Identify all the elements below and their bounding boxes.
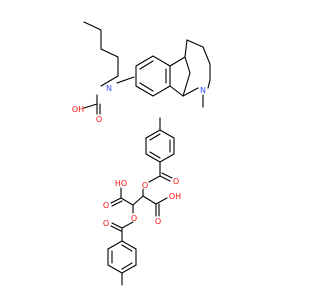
bond-c2-c3 bbox=[132, 195, 144, 206]
ring-bond-6 bbox=[184, 56, 191, 74]
bond-cooh-right-oh bbox=[155, 197, 168, 205]
bond-c3-cooh-left bbox=[120, 197, 134, 206]
hexyl-chain bbox=[83, 21, 119, 87]
bond-n-aryl bbox=[116, 76, 135, 84]
label-n-ring: N bbox=[200, 86, 206, 95]
bond-n-ring bbox=[207, 79, 211, 89]
toluoyl-bottom-inner-3 bbox=[121, 262, 133, 270]
bond-oester-c-bottom bbox=[121, 221, 134, 229]
ring-bond-8 bbox=[182, 72, 191, 97]
label-o-ester-top: O bbox=[142, 181, 148, 190]
bond-co-bottom-a bbox=[111, 222, 123, 229]
ring-bond-4 bbox=[202, 46, 211, 65]
bond-co-top-a bbox=[159, 175, 171, 182]
bond-cooh-left-o-a bbox=[110, 197, 122, 204]
ring-bond-9 bbox=[182, 87, 199, 97]
bond-c-oh bbox=[83, 103, 98, 109]
bond-c-oester-top bbox=[148, 175, 161, 183]
ring-bond-3 bbox=[186, 39, 204, 48]
benzazocine-carbamate bbox=[83, 21, 211, 115]
ditoluoyl-tartaric-acid bbox=[107, 117, 175, 286]
label-o-acid-left: O bbox=[103, 201, 109, 210]
toluoyl-top-inner-2 bbox=[149, 133, 161, 141]
ring-bond-2 bbox=[184, 39, 188, 58]
ring-bond-7 bbox=[169, 85, 184, 97]
bond-co-bottom-b bbox=[110, 225, 122, 232]
label-oh-carbamate: OH bbox=[72, 105, 84, 114]
toluoyl-top-inner-3 bbox=[149, 151, 161, 159]
toluoyl-bottom-inner-2 bbox=[121, 244, 133, 252]
lower-atom-labels: O O HO O OH O O O bbox=[103, 177, 181, 228]
structure-canvas: N OH O N bbox=[0, 0, 300, 300]
bond-cooh-left-o-b bbox=[111, 200, 123, 207]
label-o-carbamate: O bbox=[96, 115, 102, 124]
ring-bond-1 bbox=[169, 56, 186, 67]
label-o-acid-right: O bbox=[155, 217, 161, 226]
label-o-carbonyl-top: O bbox=[173, 177, 179, 186]
label-ho-acid-left: HO bbox=[115, 179, 127, 188]
aromatic-inner-1 bbox=[139, 60, 154, 70]
label-o-carbonyl-bottom: O bbox=[103, 219, 109, 228]
bond-co-top-b bbox=[161, 172, 173, 179]
label-n-carbamate: N bbox=[106, 84, 112, 93]
label-oh-acid-right: OH bbox=[169, 192, 181, 201]
chemical-structure-drawing: N OH O N bbox=[0, 0, 300, 300]
bond-c2-cooh-right bbox=[142, 195, 157, 205]
background bbox=[0, 0, 300, 300]
upper-atom-labels: N OH O N bbox=[72, 84, 206, 124]
aromatic-inner-3 bbox=[139, 82, 154, 92]
label-o-ester-bottom: O bbox=[131, 214, 137, 223]
